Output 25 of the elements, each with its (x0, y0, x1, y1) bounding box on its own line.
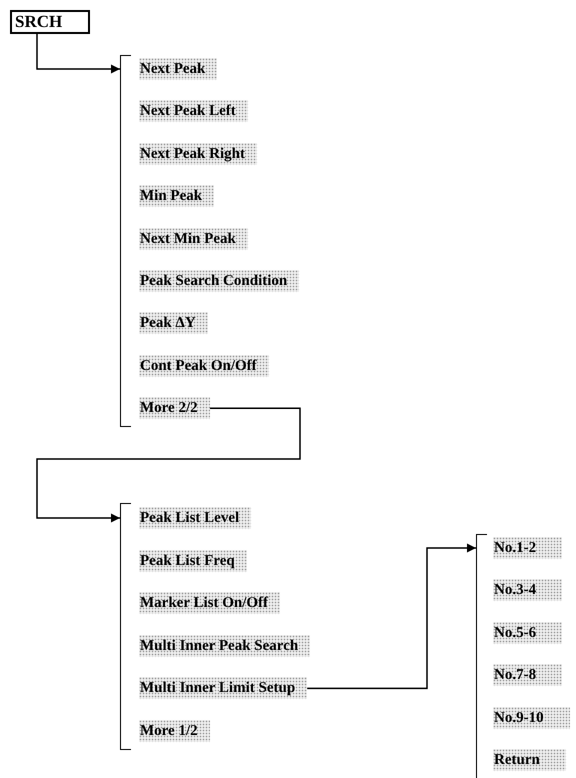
softkey-label: Peak ΔY (139, 312, 208, 334)
softkey-label: Multi Inner Limit Setup (139, 677, 308, 700)
softkey-label: Peak List Level (139, 507, 252, 529)
softkey-label: No.7-8 (493, 664, 562, 686)
connector-arrow (36, 34, 120, 74)
hard-key-box: SRCH (10, 10, 90, 34)
connector-arrow (36, 407, 301, 522)
softkey-label: No.5-6 (493, 622, 562, 644)
softkey-label: Marker List On/Off (139, 592, 280, 614)
softkey-label: Peak Search Condition (139, 270, 300, 292)
softkey-label: Return (493, 749, 566, 771)
softkey-label: No.1-2 (493, 537, 562, 559)
softkey-label: Peak List Freq (139, 550, 247, 572)
softkey-label: Next Peak Right (139, 142, 257, 165)
softkey-label: Multi Inner Peak Search (139, 634, 310, 657)
softkey-label: Cont Peak On/Off (139, 354, 269, 377)
softkey-label: Next Min Peak (139, 228, 248, 250)
softkey-label: Min Peak (139, 185, 214, 208)
softkey-label: More 2/2 (139, 397, 210, 420)
softkey-label: Next Peak (139, 58, 218, 80)
softkey-label: Next Peak Left (139, 100, 248, 122)
softkey-label: More 1/2 (139, 720, 210, 742)
softkey-label: No.9-10 (493, 706, 570, 729)
connector-arrow (307, 544, 476, 690)
softkey-label: No.3-4 (493, 579, 562, 602)
